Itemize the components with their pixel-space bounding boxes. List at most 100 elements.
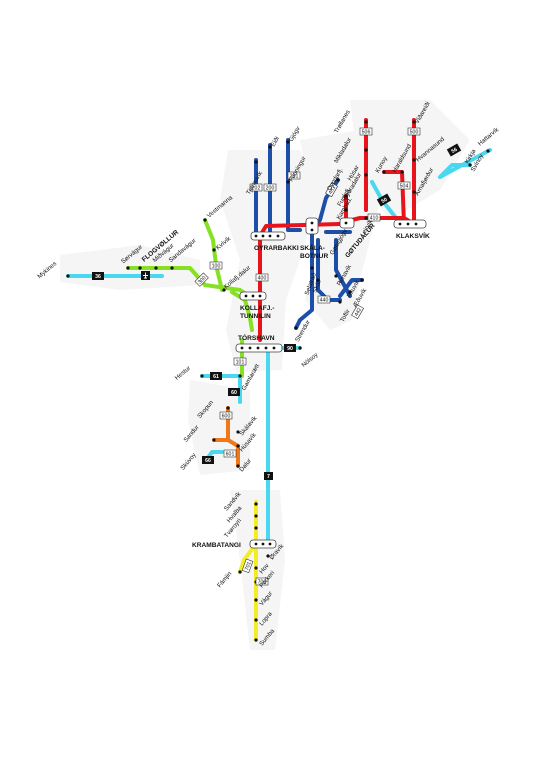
stop-dot-vestmanna	[203, 218, 207, 222]
route-number-boxes: 36 56 50 90 61 60 66 7 100	[92, 127, 462, 586]
stop-label-famjin: Fámjin	[216, 570, 234, 589]
route-line-440	[294, 228, 314, 330]
hub-label-torshavn: TÓRSHAVN	[238, 333, 275, 342]
hub-dot	[310, 221, 314, 225]
route-badge-50: 50	[376, 193, 392, 207]
hub-dot	[276, 234, 280, 238]
route-line-kollafj	[230, 290, 254, 332]
route-badge-101: 101	[236, 360, 245, 366]
stop-dot-svinoy	[468, 163, 472, 167]
stop-dot-oyndarfj	[336, 178, 340, 182]
hub-label-skalabotnur-2: BOTNUR	[300, 253, 328, 260]
stop-label-skali: Skáli	[312, 279, 323, 294]
route-badge-481-box	[325, 182, 339, 198]
route-badge-label: 50	[380, 197, 388, 205]
route-badge-101-box	[233, 357, 247, 366]
route-badge-700: 700	[258, 580, 267, 586]
route-badge-442-box	[351, 304, 365, 320]
route-badge-66: 66	[202, 456, 214, 464]
stop-label-trollanes: Trøllanes	[333, 109, 352, 135]
stop-dot-hvalba	[254, 514, 258, 518]
hub-dots	[240, 221, 418, 546]
route-badge-500-box	[407, 127, 421, 136]
hub-dot	[256, 346, 260, 350]
route-badge-300-box	[194, 272, 209, 287]
stop-dot-leirvik	[364, 216, 368, 220]
hub-dot	[268, 234, 272, 238]
stop-dot-mikladalur	[364, 148, 368, 152]
stop-dot-toftir	[338, 300, 342, 304]
route-badge-201: 201	[290, 174, 299, 180]
hub-dot	[261, 542, 265, 546]
stop-dot-skalavik	[236, 430, 240, 434]
route-badge-100: 100	[212, 264, 221, 270]
route-badge-600: 600	[222, 414, 231, 420]
stop-dot-hestur	[200, 374, 204, 378]
stop-dot-fuglafj	[344, 194, 348, 198]
hub-dot	[244, 294, 248, 298]
hub-dot	[268, 542, 272, 546]
route-badge-400-box	[255, 273, 269, 282]
stop-dot-arnafjordur	[412, 190, 416, 194]
stop-dot-gjogv	[286, 140, 290, 144]
route-badge-504: 504	[400, 184, 409, 190]
stop-dot-sandavagur	[170, 266, 174, 270]
hub-label-kollafj-2: TUNNILIN	[240, 313, 271, 320]
hub-label-krambatangi: KRAMBATANGI	[192, 542, 241, 549]
route-badge-7: 7	[264, 472, 273, 480]
hub-dot	[240, 346, 244, 350]
hub-dot	[398, 222, 402, 226]
stop-dot-kvivik	[212, 248, 216, 252]
stop-dot-tvoroyri	[254, 526, 258, 530]
stop-label-skuvoy: Skúvoy	[179, 451, 198, 472]
yellow-routes	[238, 500, 258, 642]
stop-label-eidi: Eiði	[270, 136, 281, 148]
route-badge-36: 36	[92, 272, 104, 280]
airplane-glyph	[143, 272, 148, 279]
route-badge-442: 442	[354, 307, 364, 318]
stop-dot-trollanes	[364, 120, 368, 124]
stop-dot-midvagur	[154, 266, 158, 270]
route-badge-600-box	[219, 411, 233, 420]
route-line-blue-east	[334, 238, 352, 298]
stop-dot-dalur	[236, 464, 240, 468]
stop-dot-rituvik	[348, 290, 352, 294]
stop-dot-oravik	[266, 554, 270, 558]
stop-dot-sorvagur	[126, 266, 130, 270]
hub-box-skalabotnur	[305, 217, 319, 235]
hub-label-klaksvik: KLAKSVÍK	[396, 231, 430, 240]
route-badge-label: 56	[450, 147, 458, 155]
stop-dot-flogvollur	[138, 266, 142, 270]
hub-dot	[414, 222, 418, 226]
hub-dot	[310, 228, 314, 232]
stop-dot-mykines	[66, 274, 70, 278]
route-badge-202-box	[249, 183, 263, 192]
hub-dot	[258, 294, 262, 298]
stop-label-mykines: Mykines	[36, 260, 58, 280]
stop-dot-kunoy	[382, 170, 386, 174]
route-line-svinoy	[438, 163, 472, 179]
stop-dot-hov	[254, 566, 258, 570]
stop-dot-nolsoy	[298, 346, 302, 350]
route-badge-440: 440	[320, 298, 329, 304]
route-badge-56: 56	[446, 143, 462, 157]
stop-dot-funningur	[286, 180, 290, 184]
route-line-442	[338, 278, 364, 298]
route-line-400	[258, 222, 342, 342]
stop-dot-skali	[316, 278, 320, 282]
route-line-100	[203, 218, 224, 292]
route-badge-label: 66	[205, 458, 211, 464]
stop-label-hestur: Hestur	[174, 365, 192, 382]
island-nordoyar	[350, 100, 470, 220]
stop-dot-skopun	[226, 406, 230, 410]
hub-label-oyrarbakki: OYRARBAKKI	[254, 245, 299, 252]
route-badge-202: 202	[252, 186, 261, 192]
route-line-601	[212, 438, 240, 468]
stop-dot-famjin	[238, 570, 242, 574]
stop-dot-strendur	[294, 326, 298, 330]
route-line-440b	[316, 238, 342, 302]
route-badge-label: 90	[287, 346, 293, 352]
stop-dot-eidi	[268, 145, 272, 149]
route-badge-500: 500	[410, 130, 419, 136]
hub-dot	[261, 234, 265, 238]
